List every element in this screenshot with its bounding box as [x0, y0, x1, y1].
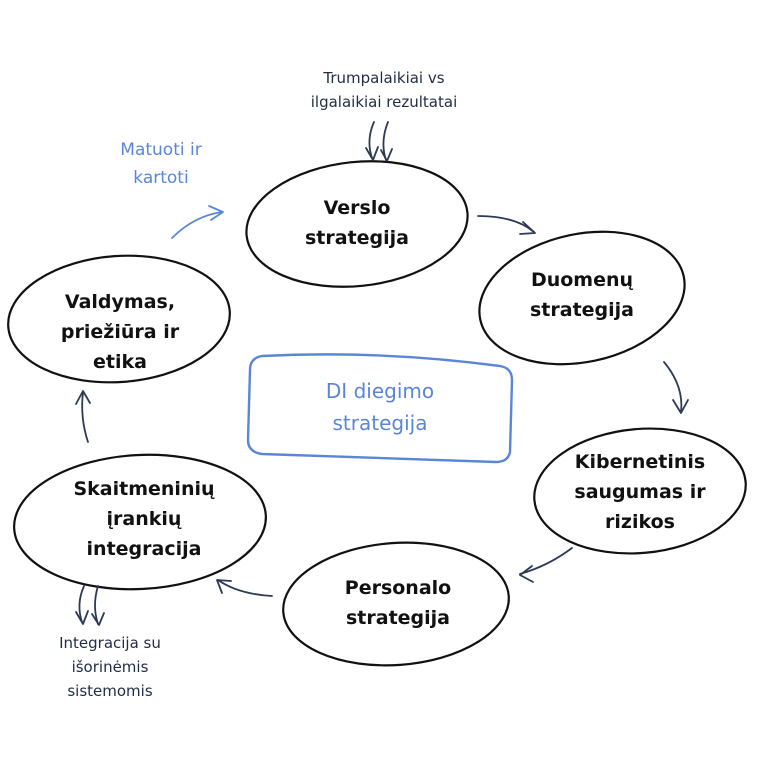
node-personalo: Personalo strategija	[318, 573, 478, 633]
arrow-head-6	[208, 205, 224, 221]
arrow-top-note-head	[365, 146, 393, 162]
node-personalo-line-1: Personalo	[344, 577, 452, 599]
center-title: DI diegimo strategija	[290, 375, 470, 439]
arrow-head-5	[75, 390, 91, 405]
note-matuoti-line-1: Matuoti ir	[120, 140, 202, 160]
arrow-top-note-a	[368, 121, 375, 159]
node-ellipse-duomenu	[478, 230, 686, 366]
node-verslo: Verslo strategija	[287, 193, 427, 253]
node-skaitmeniniu: Skaitmeninių įrankių integracija	[54, 474, 234, 564]
note-bottom-line-3: sistemomis	[67, 682, 153, 700]
arrow-head-2	[672, 399, 689, 414]
center-box	[246, 353, 514, 464]
node-skaitmeniniu-line-1: Skaitmeninių	[73, 478, 215, 500]
node-verslo-line-2: strategija	[305, 227, 409, 249]
node-valdymas-line-1: Valdymas,	[64, 291, 176, 313]
node-duomenu-line-2: strategija	[530, 299, 634, 321]
arrow-personalo-to-skaitmeniniu	[217, 579, 273, 597]
note-top-line-2: ilgalaikiai rezultatai	[310, 93, 458, 111]
node-kibernetinis-line-2: saugumas ir	[574, 481, 706, 503]
center-title-line-2: strategija	[332, 411, 428, 435]
node-ellipse-kibernetinis	[533, 427, 747, 555]
node-ellipse-valdymas	[7, 254, 231, 384]
node-kibernetinis: Kibernetinis saugumas ir rizikos	[560, 447, 720, 537]
arrow-valdymas-to-verslo	[171, 211, 223, 239]
arrow-head-4	[216, 579, 232, 594]
node-kibernetinis-line-1: Kibernetinis	[574, 451, 706, 473]
node-personalo-line-2: strategija	[346, 607, 450, 629]
note-top: Trumpalaikiai vs ilgalaikiai rezultatai	[272, 66, 496, 114]
arrow-head-3	[519, 565, 534, 583]
note-bottom-line-2: išorinėmis	[71, 658, 149, 676]
arrow-bottom-note-head	[75, 610, 105, 626]
node-valdymas: Valdymas, priežiūra ir etika	[40, 287, 200, 377]
node-ellipse-verslo	[245, 160, 469, 288]
arrow-skaitmeniniu-to-valdymas	[81, 391, 89, 443]
node-duomenu-line-1: Duomenų	[530, 269, 634, 291]
arrow-head-1	[519, 221, 536, 235]
note-top-line-1: Trumpalaikiai vs	[323, 69, 445, 87]
node-ellipse-personalo	[282, 541, 510, 667]
note-bottom-line-1: Integracija su	[59, 634, 161, 652]
node-verslo-line-1: Verslo	[323, 197, 391, 219]
note-matuoti: Matuoti ir kartoti	[96, 136, 226, 192]
node-skaitmeniniu-line-2: įrankių	[106, 508, 182, 530]
center-title-line-1: DI diegimo	[325, 379, 435, 403]
node-duomenu: Duomenų strategija	[512, 265, 652, 325]
note-matuoti-line-2: kartoti	[133, 168, 189, 188]
arrow-bottom-note-a	[78, 585, 85, 623]
node-kibernetinis-line-3: rizikos	[605, 511, 675, 533]
arrow-duomenu-to-kibernetinis	[663, 361, 683, 413]
node-valdymas-line-3: etika	[93, 351, 147, 373]
node-ellipse-skaitmeniniu	[13, 453, 267, 591]
note-bottom: Integracija su išorinėmis sistemomis	[30, 631, 190, 703]
node-valdymas-line-2: priežiūra ir	[60, 321, 180, 343]
node-skaitmeniniu-line-3: integracija	[86, 538, 202, 560]
